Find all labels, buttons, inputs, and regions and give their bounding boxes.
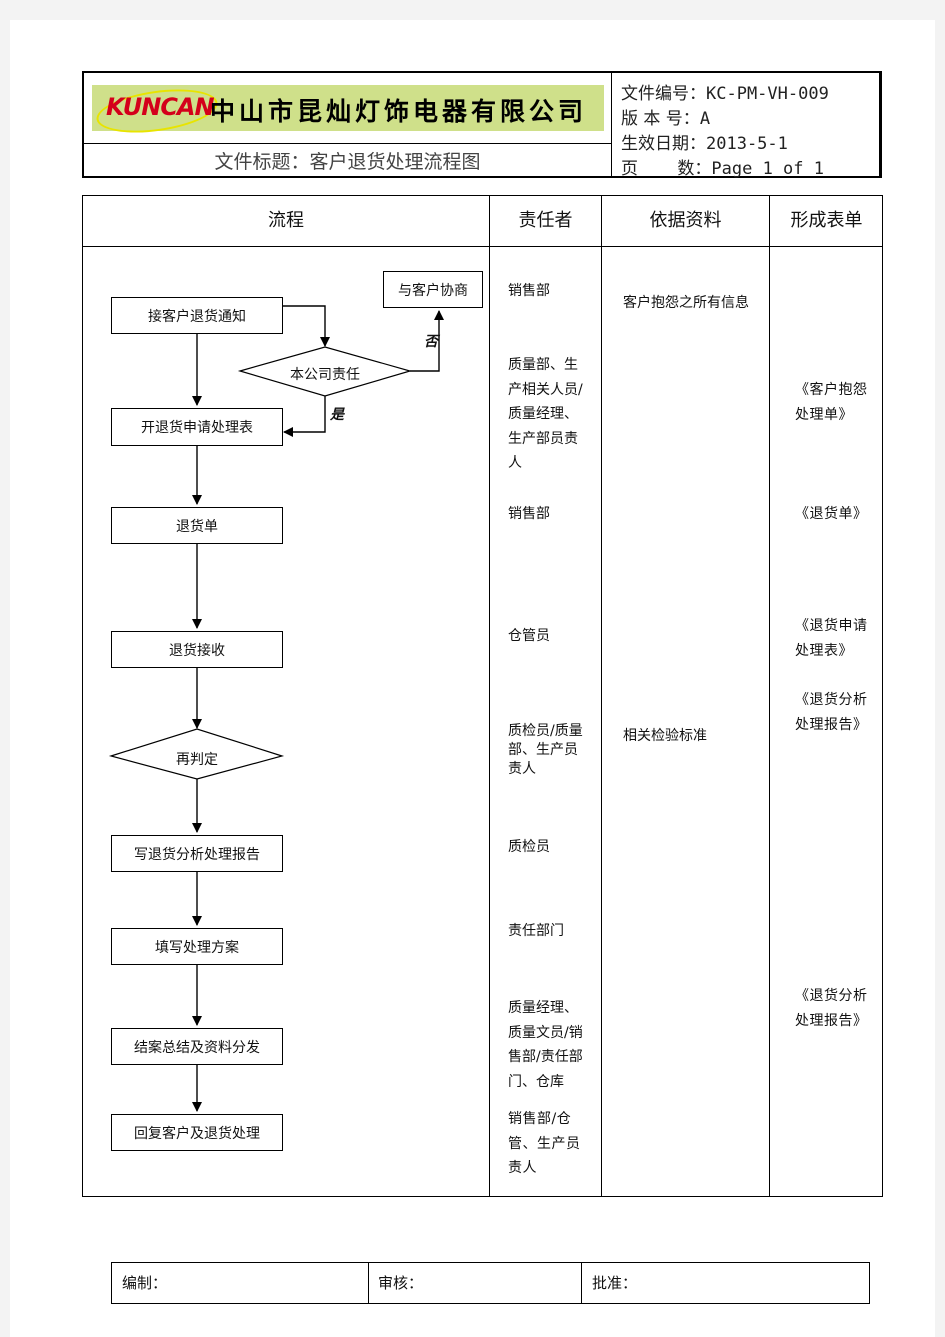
column-header-responsible: 责任者	[518, 210, 573, 231]
column-header-process: 流程	[268, 210, 304, 231]
flow-step-write-report: 写退货分析处理报告	[111, 835, 283, 872]
responsible-text: 质量部、生产相关人员/质量经理、生产部员责人	[508, 357, 583, 471]
flow-label-yes: 是	[330, 407, 344, 423]
form-text: 《退货分析处理报告》	[795, 988, 868, 1029]
flow-step-close-case: 结案总结及资料分发	[111, 1028, 283, 1065]
form-text: 《退货分析处理报告》	[795, 692, 868, 733]
form-text: 《退货申请处理表》	[795, 618, 868, 659]
signoff-approved-by: 批准：	[592, 1274, 638, 1292]
column-divider	[601, 196, 602, 1196]
document-header: KUNCAN 中山市昆灿灯饰电器有限公司 文件标题：客户退货处理流程图 文件编号…	[82, 71, 882, 179]
form-text: 《客户抱怨处理单》	[795, 382, 868, 423]
responsible-text: 销售部/仓管、生产员责人	[508, 1111, 581, 1176]
signoff-table: 编制： 审核： 批准：	[111, 1262, 870, 1304]
process-table: 流程 责任者 依据资料 形成表单 销售部 质量部、生产相关人员/质量经理、生产部…	[82, 195, 883, 1197]
column-header-reference: 依据资料	[649, 210, 722, 231]
company-logo-banner: KUNCAN 中山市昆灿灯饰电器有限公司	[92, 82, 604, 140]
meta-doc-number: 文件编号：KC-PM-VH-009	[621, 84, 829, 104]
reference-text: 相关检验标准	[623, 728, 707, 744]
responsible-text: 质检员	[508, 839, 550, 855]
signoff-reviewed-by: 审核：	[378, 1274, 424, 1292]
responsible-text: 质检员/质量部、生产员责人	[508, 723, 583, 777]
decision-diamond	[108, 728, 285, 780]
responsible-text: 责任部门	[508, 923, 564, 939]
responsible-text: 销售部	[508, 283, 550, 299]
column-header-forms: 形成表单	[790, 210, 863, 231]
reference-text: 客户抱怨之所有信息	[623, 295, 749, 311]
responsible-text: 销售部	[508, 506, 550, 522]
header-divider-horizontal	[84, 143, 611, 144]
responsible-text: 仓管员	[508, 628, 550, 644]
flow-step-open-return-form: 开退货申请处理表	[111, 408, 283, 446]
column-divider	[769, 196, 770, 1196]
flow-decision-rejudge: 再判定	[176, 752, 218, 768]
decision-diamond	[237, 346, 413, 397]
company-name: 中山市昆灿灯饰电器有限公司	[210, 97, 588, 126]
flow-step-fill-plan: 填写处理方案	[111, 928, 283, 965]
flow-decision-company-responsibility: 本公司责任	[290, 367, 360, 383]
signoff-divider	[368, 1263, 369, 1303]
flow-step-receive-return: 退货接收	[111, 631, 283, 668]
flow-step-receive-notice: 接客户退货通知	[111, 297, 283, 334]
meta-effective-date: 生效日期：2013-5-1	[621, 134, 788, 154]
flow-step-reply-customer: 回复客户及退货处理	[111, 1114, 283, 1151]
document-title: 文件标题：客户退货处理流程图	[214, 151, 481, 173]
flow-step-return-slip: 退货单	[111, 507, 283, 544]
signoff-divider	[581, 1263, 582, 1303]
responsible-text: 质量经理、质量文员/销售部/责任部门、仓库	[508, 1000, 583, 1090]
meta-page-count: 页 数：Page 1 of 1	[621, 159, 824, 179]
header-divider-vertical	[611, 73, 612, 176]
form-text: 《退货单》	[795, 506, 868, 522]
flow-label-no: 否	[424, 334, 438, 350]
column-divider	[489, 196, 490, 1196]
logo-brand: KUNCAN	[106, 93, 215, 121]
flow-step-negotiate: 与客户协商	[383, 271, 483, 308]
signoff-prepared-by: 编制：	[122, 1274, 168, 1292]
meta-version: 版 本 号：A	[621, 109, 711, 129]
header-row-divider	[83, 246, 882, 247]
